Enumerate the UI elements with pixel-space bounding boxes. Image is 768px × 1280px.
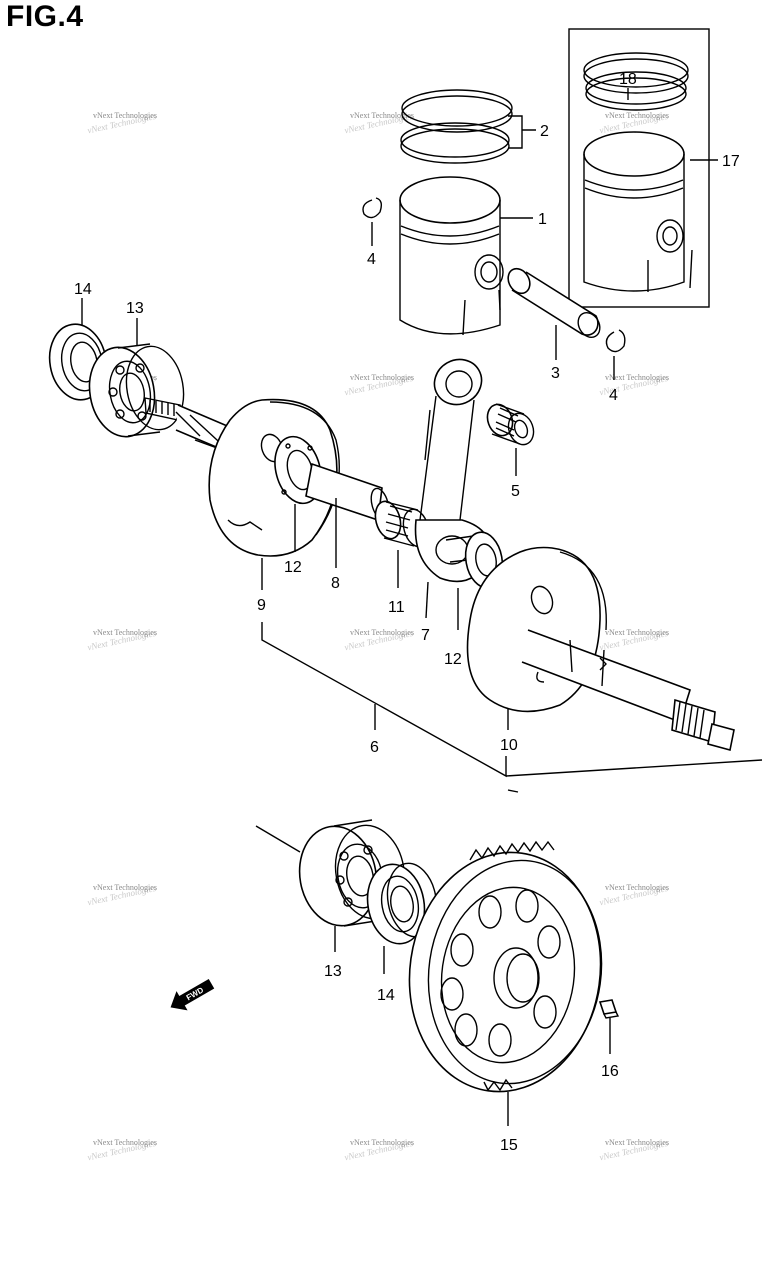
watermark: vNext Technologies vNext Technologies (86, 883, 157, 907)
svg-text:vNext Technologies: vNext Technologies (93, 111, 157, 120)
label-13-top: 13 (126, 300, 144, 317)
label-8: 8 (331, 575, 340, 592)
watermark: vNext Technologies vNext Technologies (343, 1138, 414, 1162)
label-14-top: 14 (74, 281, 92, 298)
gear-icon (408, 840, 603, 1093)
watermark: vNext Technologies vNext Technologies (86, 1138, 157, 1162)
needle-bearing-small-icon (486, 403, 535, 446)
watermark: vNext Technologies vNext Technologies (343, 373, 414, 397)
label-15: 15 (500, 1137, 518, 1154)
svg-text:vNext Technologies: vNext Technologies (350, 1138, 414, 1147)
piston-rings-icon (400, 89, 513, 164)
svg-text:vNext Technologies: vNext Technologies (93, 1138, 157, 1147)
watermark: vNext Technologies vNext Technologies (86, 111, 157, 135)
svg-text:vNext Technologies: vNext Technologies (605, 373, 669, 382)
label-18: 18 (619, 71, 637, 88)
bearing-top-icon (88, 343, 185, 438)
label-5: 5 (511, 483, 520, 500)
label-3: 3 (551, 365, 560, 382)
watermark: vNext Technologies vNext Technologies (598, 1138, 669, 1162)
circlip-right-icon (605, 329, 626, 353)
watermark: vNext Technologies vNext Technologies (598, 883, 669, 907)
svg-text:vNext Technologies: vNext Technologies (605, 883, 669, 892)
piston-set-icon (583, 131, 693, 292)
label-2: 2 (540, 123, 549, 140)
label-1: 1 (538, 211, 547, 228)
label-6: 6 (370, 739, 379, 756)
svg-text:vNext Technologies: vNext Technologies (93, 883, 157, 892)
label-16: 16 (601, 1063, 619, 1080)
label-12-right: 12 (444, 651, 462, 668)
piston-icon (399, 176, 504, 336)
label-11: 11 (388, 599, 405, 616)
label-4-right: 4 (609, 387, 618, 404)
watermark: vNext Technologies vNext Technologies (343, 111, 414, 135)
crank-shaft-right-icon (521, 629, 735, 751)
piston-pin-icon (507, 267, 601, 339)
bearing-bottom-icon (298, 819, 406, 927)
watermark: vNext Technologies vNext Technologies (598, 628, 669, 652)
svg-text:vNext Technologies: vNext Technologies (350, 628, 414, 637)
svg-text:vNext Technologies: vNext Technologies (605, 628, 669, 637)
label-13-bottom: 13 (324, 963, 342, 980)
label-14-bottom: 14 (377, 987, 395, 1004)
svg-text:vNext Technologies: vNext Technologies (350, 111, 414, 120)
label-9: 9 (257, 597, 266, 614)
circlip-left-icon (362, 197, 383, 219)
label-12-left: 12 (284, 559, 302, 576)
svg-text:vNext Technologies: vNext Technologies (605, 1138, 669, 1147)
svg-text:vNext Technologies: vNext Technologies (93, 628, 157, 637)
piston-ring-18-icon (583, 52, 689, 111)
watermark: vNext Technologies vNext Technologies (86, 628, 157, 652)
label-4-left: 4 (367, 251, 376, 268)
label-17: 17 (722, 153, 740, 170)
forward-arrow-icon: FWD (170, 978, 215, 1011)
svg-text:vNext Technologies: vNext Technologies (350, 373, 414, 382)
piston-set-box: 18 17 (568, 28, 740, 308)
watermark: vNext Technologies vNext Technologies (343, 628, 414, 652)
svg-text:vNext Technologies: vNext Technologies (605, 111, 669, 120)
crank-web-left-icon (208, 398, 340, 557)
figure-title: FIG.4 (6, 0, 84, 33)
label-7: 7 (421, 627, 430, 644)
label-10: 10 (500, 737, 518, 754)
woodruff-key-icon (598, 999, 620, 1019)
